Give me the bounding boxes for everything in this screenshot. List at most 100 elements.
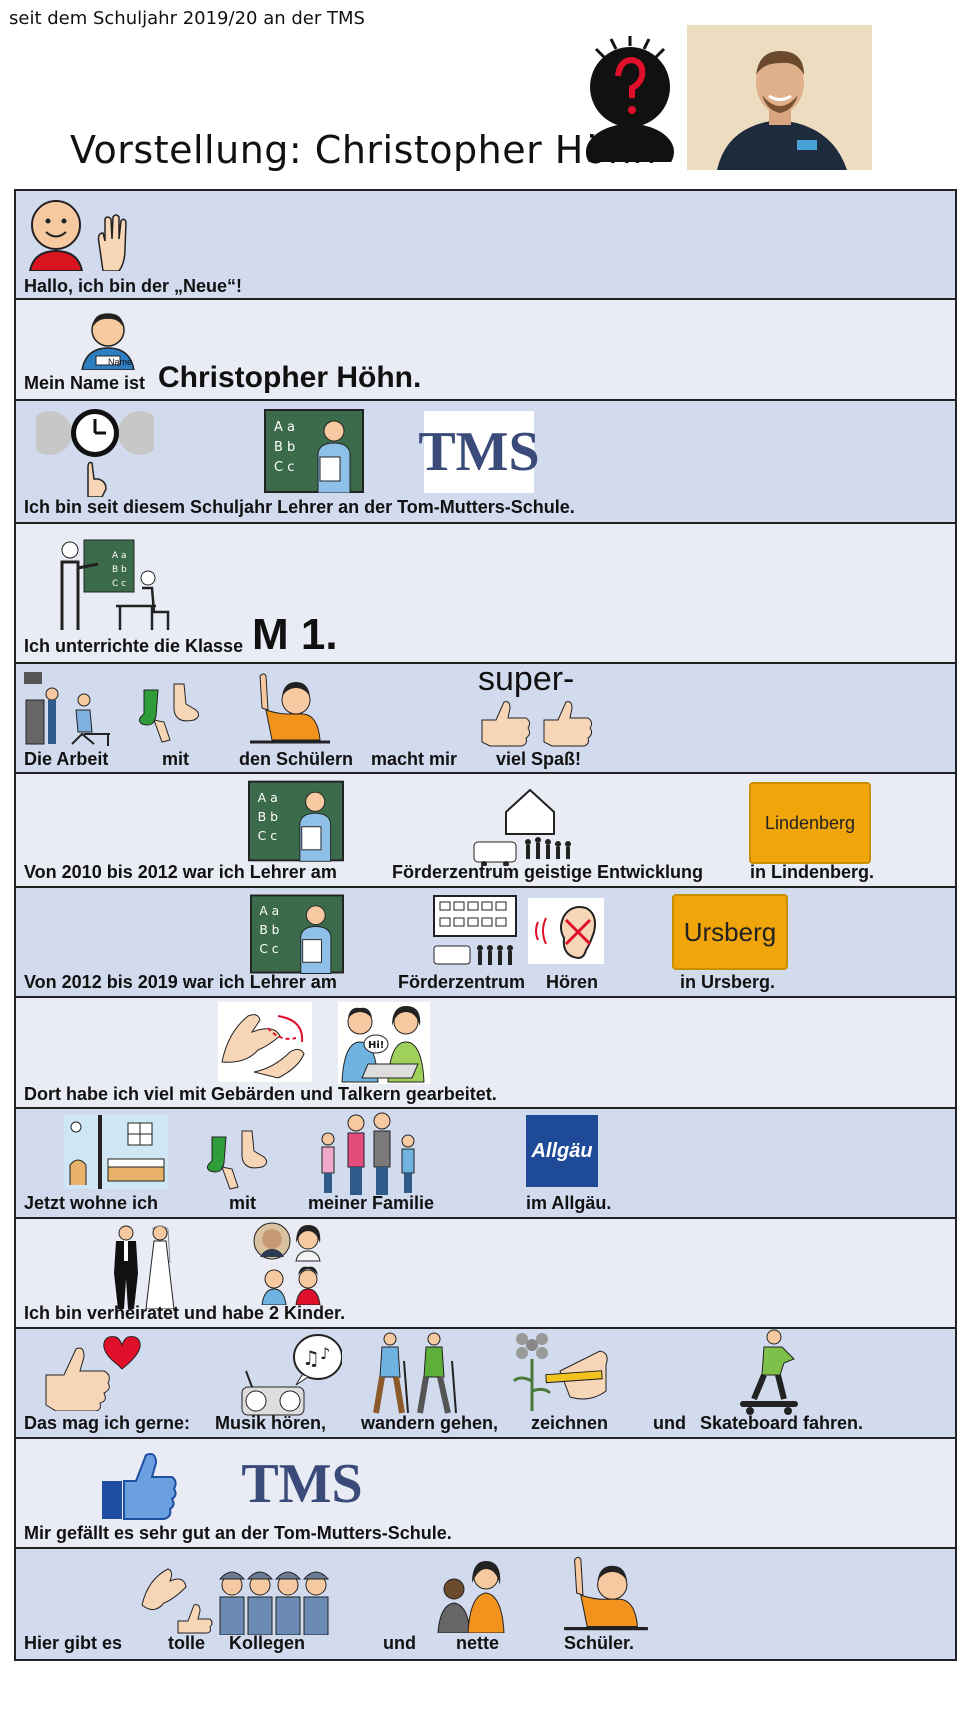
married-text: Ich bin verheiratet und habe 2 Kinder. xyxy=(24,1303,346,1323)
smiling-person-icon xyxy=(28,200,84,271)
home-room-icon xyxy=(64,1115,168,1189)
family-photo-icon xyxy=(253,1222,321,1305)
teacher-name: Christopher Höhn. xyxy=(158,361,422,394)
great-colleagues-icon xyxy=(141,1568,330,1635)
name-badge-person-icon xyxy=(81,313,135,370)
row-married: Ich bin verheiratet und habe 2 Kinder. xyxy=(16,1219,955,1329)
hiking-icon xyxy=(373,1332,457,1414)
teaching-class-icon: A a B b C c xyxy=(60,539,170,630)
colleagues-caption-4: und xyxy=(383,1633,416,1653)
drawing-icon xyxy=(512,1333,608,1411)
talker-speech-text: Hi! xyxy=(368,1040,384,1051)
row-ursberg: A a B b C c Ursberg Von 2012 bis 2019 wa… xyxy=(16,888,955,998)
svg-text:♪: ♪ xyxy=(320,1344,330,1363)
svg-text:B b: B b xyxy=(112,565,127,575)
allgaeu-logo: Allgäu xyxy=(526,1115,598,1187)
work-caption-4: macht mir xyxy=(371,749,458,769)
svg-text:C c: C c xyxy=(274,460,294,475)
svg-text:B b: B b xyxy=(274,440,295,455)
hobbies-caption-1: Das mag ich gerne: xyxy=(24,1413,191,1433)
work-caption-1: Die Arbeit xyxy=(24,749,109,769)
svg-text:C c: C c xyxy=(259,942,278,956)
living-caption-1: Jetzt wohne ich xyxy=(24,1193,159,1213)
mystery-person-icon xyxy=(586,36,674,162)
row-colleagues-students: Hier gibt es tolle Kollegen und nette Sc… xyxy=(16,1549,955,1659)
hobbies-caption-2: Musik hören, xyxy=(215,1413,327,1433)
clock-time-icon xyxy=(36,409,154,497)
work-caption-3: den Schülern xyxy=(239,749,354,769)
hobbies-caption-4: zeichnen xyxy=(531,1413,609,1433)
svg-text:♫: ♫ xyxy=(302,1346,320,1370)
office-work-icon xyxy=(24,672,110,746)
colleagues-caption-1: Hier gibt es xyxy=(24,1633,123,1653)
teacher-at-chalkboard-icon: A a B b C c xyxy=(250,894,344,974)
svg-text:B b: B b xyxy=(258,809,279,824)
portrait-photo xyxy=(687,25,872,170)
name-intro-text: Mein Name ist xyxy=(24,373,146,393)
student-raising-hand-icon xyxy=(564,1556,648,1631)
class-name: M 1. xyxy=(252,610,338,659)
thumbs-up-icon xyxy=(481,701,593,747)
name-badge-label: Name xyxy=(108,357,133,367)
sign-language-icon xyxy=(218,1002,312,1082)
svg-text:C c: C c xyxy=(112,579,126,589)
svg-text:A a: A a xyxy=(112,551,127,561)
svg-text:A a: A a xyxy=(259,904,279,918)
waving-hand-icon xyxy=(97,214,127,271)
row-signs-talkers: Hi! Dort habe ich viel mit Gebärden und … xyxy=(16,998,955,1109)
living-caption-3: meiner Familie xyxy=(308,1193,435,1213)
ursberg-caption-3: Hören xyxy=(546,972,599,992)
row-hobbies: ♫ ♪ xyxy=(16,1329,955,1439)
svg-text:C c: C c xyxy=(258,828,278,843)
work-caption-5: viel Spaß! xyxy=(496,749,582,769)
row-greeting: Hallo, ich bin der „Neue“! xyxy=(16,191,955,300)
nice-people-icon xyxy=(437,1561,505,1633)
wedding-couple-icon xyxy=(114,1225,175,1309)
row-living: Allgäu Jetzt wohne ich mit meiner Famili… xyxy=(16,1109,955,1219)
like-school-text: Mir gefällt es sehr gut an der Tom-Mutte… xyxy=(24,1523,452,1543)
greeting-text: Hallo, ich bin der „Neue“! xyxy=(24,276,243,296)
ursberg-caption-1: Von 2012 bis 2019 war ich Lehrer am xyxy=(24,972,337,992)
svg-text:A a: A a xyxy=(274,420,295,435)
student-raising-hand-icon xyxy=(250,673,330,744)
row-like-school: TMS Mir gefällt es sehr gut an der Tom-M… xyxy=(16,1439,955,1549)
colleagues-caption-3: Kollegen xyxy=(229,1633,306,1653)
row-lindenberg: A a B b C c Lindenberg Von 2010 bis 2012… xyxy=(16,774,955,888)
svg-text:A a: A a xyxy=(258,790,278,805)
lindenberg-caption-1: Von 2010 bis 2012 war ich Lehrer am xyxy=(24,862,337,882)
ursberg-caption-2: Förderzentrum xyxy=(398,972,526,992)
living-caption-4: im Allgäu. xyxy=(526,1193,612,1213)
ursberg-sign: Ursberg xyxy=(672,894,788,970)
tms-logo: TMS xyxy=(418,411,540,493)
hearing-ear-icon xyxy=(528,898,604,964)
teacher-at-chalkboard-icon: A a B b C c xyxy=(264,409,364,493)
thumbs-up-blue-icon xyxy=(102,1453,177,1520)
talker-device-icon: Hi! xyxy=(338,1002,430,1084)
colleagues-caption-5: nette xyxy=(456,1633,500,1653)
top-note: seit dem Schuljahr 2019/20 an der TMS xyxy=(9,8,365,29)
lindenberg-caption-3: in Lindenberg. xyxy=(750,862,874,882)
family-icon xyxy=(321,1112,415,1195)
signs-talkers-text: Dort habe ich viel mit Gebärden und Talk… xyxy=(24,1084,497,1104)
like-heart-icon xyxy=(45,1336,141,1411)
super-label: super- xyxy=(478,660,575,698)
lindenberg-caption-2: Förderzentrum geistige Entwicklung xyxy=(392,862,704,882)
class-intro-text: Ich unterrichte die Klasse xyxy=(24,636,244,656)
school-building-icon xyxy=(433,895,517,965)
row-class: A a B b C c Ich unterrichte die Klasse M… xyxy=(16,524,955,664)
skateboard-icon xyxy=(740,1329,798,1415)
tms-logo: TMS xyxy=(241,1453,363,1515)
hobbies-caption-6: Skateboard fahren. xyxy=(700,1413,864,1433)
since-schoolyear-text: Ich bin seit diesem Schuljahr Lehrer an … xyxy=(24,497,575,517)
lindenberg-sign: Lindenberg xyxy=(749,782,871,864)
content-grid: Hallo, ich bin der „Neue“! Name Mein Nam… xyxy=(14,189,957,1661)
with-hands-icon xyxy=(206,1130,268,1190)
page-title: Vorstellung: Christopher Höhn xyxy=(70,128,657,172)
row-work-fun: super- Die Arbeit mit den Schülern macht… xyxy=(16,660,955,774)
teacher-at-chalkboard-icon: A a B b C c xyxy=(248,780,344,862)
row-since-schoolyear: A a B b C c TMS Ich bin seit diesem Schu… xyxy=(16,401,955,524)
work-caption-2: mit xyxy=(162,749,189,769)
ursberg-caption-4: in Ursberg. xyxy=(680,972,776,992)
colleagues-caption-2: tolle xyxy=(168,1633,206,1653)
hobbies-caption-5: und xyxy=(653,1413,686,1433)
